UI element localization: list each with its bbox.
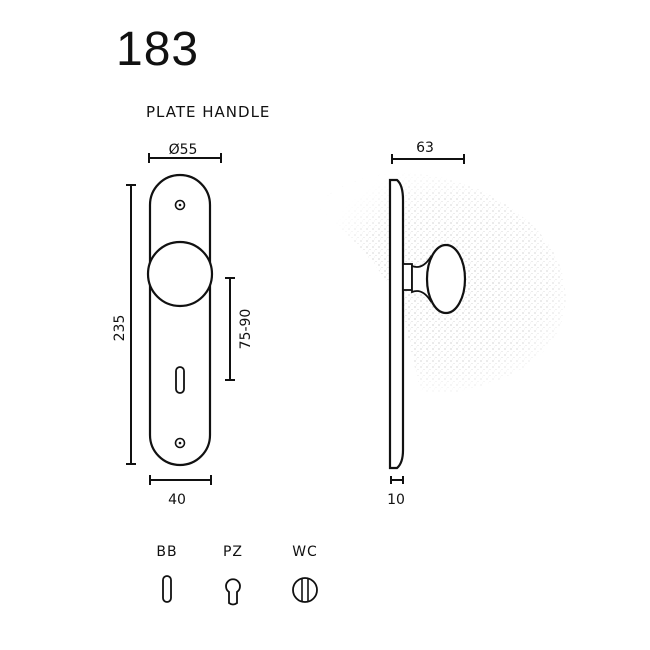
plate-width-label: 40 bbox=[168, 492, 186, 508]
key-slot bbox=[175, 366, 185, 394]
profile-cylinder-icon bbox=[225, 578, 241, 606]
variant-pz: PZ bbox=[223, 544, 243, 606]
variant-wc-label: WC bbox=[292, 544, 318, 560]
knob bbox=[146, 240, 214, 308]
variant-pz-label: PZ bbox=[223, 544, 243, 560]
variant-bb: BB bbox=[156, 544, 177, 603]
thickness-dimension: 10 bbox=[387, 476, 405, 508]
projection-label: 63 bbox=[416, 140, 434, 156]
rose-distance-label: 75-90 bbox=[238, 309, 254, 350]
side-view: 63 10 bbox=[315, 140, 566, 508]
variant-bb-label: BB bbox=[156, 544, 177, 560]
product-subtitle: PLATE HANDLE bbox=[146, 103, 271, 121]
wc-turn-icon bbox=[292, 577, 318, 603]
plate-width-dimension: 40 bbox=[149, 475, 212, 508]
knob-diameter-dimension: Ø55 bbox=[148, 142, 222, 163]
thickness-label: 10 bbox=[387, 492, 405, 508]
plate-height-dimension: 235 bbox=[112, 184, 136, 465]
back-plate bbox=[148, 173, 212, 467]
knob-rose bbox=[402, 263, 413, 291]
plate-side-profile bbox=[388, 178, 405, 470]
bottom-screw bbox=[174, 437, 186, 449]
knob-body bbox=[425, 243, 467, 315]
model-number: 183 bbox=[116, 23, 200, 76]
front-view: Ø55 235 75-90 bbox=[112, 142, 254, 508]
rose-distance-dimension: 75-90 bbox=[225, 277, 254, 381]
plate-height-label: 235 bbox=[112, 315, 128, 342]
variant-wc: WC bbox=[292, 544, 318, 603]
knob-diameter-label: Ø55 bbox=[169, 142, 198, 158]
key-slot-icon bbox=[162, 575, 172, 603]
top-screw bbox=[174, 199, 186, 211]
projection-dimension: 63 bbox=[391, 140, 465, 164]
